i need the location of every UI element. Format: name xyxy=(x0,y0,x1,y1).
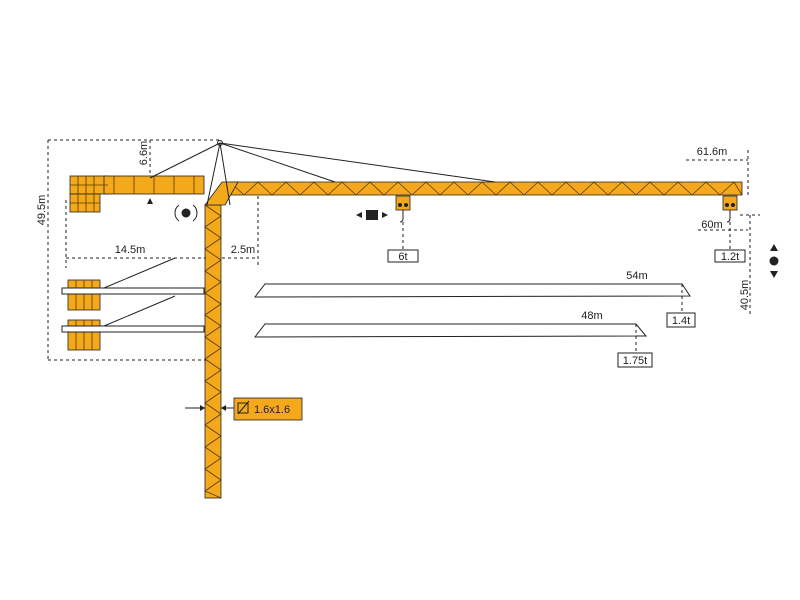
svg-text:1.2t: 1.2t xyxy=(721,251,739,263)
label-hook-height: 40.5m xyxy=(739,280,751,311)
hoist-icon xyxy=(769,244,779,278)
label-pivot-offset: 2.5m xyxy=(231,244,255,256)
slewing-icon xyxy=(174,204,198,222)
label-tip-radius: 60m xyxy=(701,219,722,231)
counter-jib xyxy=(69,175,205,213)
label-jib-48-length: 48m xyxy=(581,310,602,322)
counterweight-detail-2 xyxy=(61,295,205,351)
label-jib-54-length: 54m xyxy=(626,270,647,282)
load-box-tip: 1.2t xyxy=(714,249,746,263)
svg-text:1.4t: 1.4t xyxy=(672,315,690,327)
trolley-main xyxy=(395,195,411,250)
label-a-frame-height: 6.6m xyxy=(138,141,150,165)
svg-text:1.75t: 1.75t xyxy=(623,355,647,367)
mast-section-icon xyxy=(237,400,250,415)
jib-variant-54m xyxy=(253,283,691,312)
label-height-total: 49.5m xyxy=(36,195,48,226)
label-max-radius: 61.6m xyxy=(697,146,728,158)
svg-text:1.6x1.6: 1.6x1.6 xyxy=(254,404,290,416)
label-counter-jib-length: 14.5m xyxy=(115,244,146,256)
tower-mast xyxy=(204,204,222,499)
a-frame-ties xyxy=(149,140,496,206)
load-box-max: 6t xyxy=(387,249,419,263)
trolley-travel-icon xyxy=(356,210,388,220)
dimension-lines xyxy=(47,139,760,411)
mast-section-box: 1.6x1.6 xyxy=(233,397,303,421)
load-box-jib-48: 1.75t xyxy=(617,352,653,368)
counterweight-detail-1 xyxy=(61,257,205,311)
load-box-jib-54: 1.4t xyxy=(666,312,696,328)
trolley-tip xyxy=(722,195,738,250)
jib xyxy=(204,181,743,206)
svg-text:6t: 6t xyxy=(398,251,407,263)
jib-variant-48m xyxy=(253,323,648,352)
